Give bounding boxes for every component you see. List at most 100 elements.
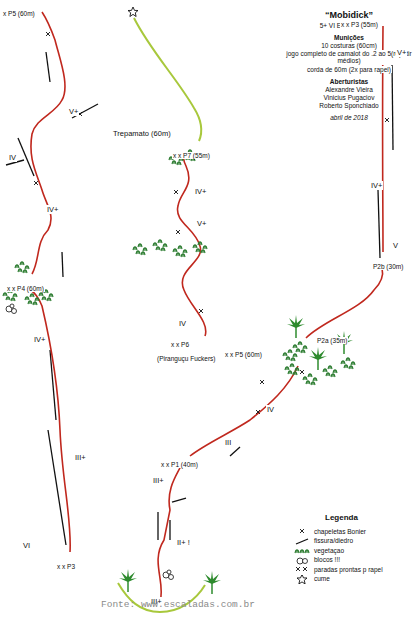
grass-tuft [173,248,177,252]
grass-tuft [293,371,297,375]
grass-tuft [141,251,145,255]
grass-tuft [161,247,165,251]
grass-tuft [30,293,34,297]
grass-tuft [296,348,300,352]
info-text: abril de 2018 [329,114,369,121]
vegetation [3,149,355,594]
grass-tuft [35,297,39,301]
stop-label: x P5 (60m) [2,10,36,17]
grass-tuft [298,341,302,345]
grass-tuft [288,370,292,374]
grass-tuft [293,344,297,348]
grass-tuft [138,243,142,247]
grass-tuft [323,368,327,372]
grade-label: V+ [68,107,79,116]
grade-label: III [224,438,232,447]
grass-tuft [39,292,43,296]
grade-label: IV [178,319,187,328]
stop-label: P2b (30m) [372,263,404,270]
bolt-markers [34,32,389,414]
info-text: Vinicius Pugaciov [323,94,376,101]
grass-tuft [286,356,290,360]
info-text: Aberturistas [329,78,369,85]
grass-tuft [3,292,7,296]
grade-label: IV+ [46,205,59,214]
label-anchor: IV+ [370,174,383,192]
grass-tuft [333,369,337,373]
grass-tuft [291,357,295,361]
route-name: Trepamato (60m) [112,129,172,138]
grass-tuft [6,296,10,300]
grass-tuft [351,361,355,365]
grass-tuft [33,301,37,305]
grass-tuft [20,261,24,265]
grass-tuft [293,353,297,357]
label-anchor: (Piranguçu Fuckers) [156,347,217,365]
legend-symbol [294,565,310,574]
legend-row: fissura/diedro [294,536,416,546]
summit-star [128,7,138,17]
legend-text: chapeletas Bonier [313,528,367,535]
stop-label: x x P3 [56,563,76,570]
grass-tuft [177,161,181,165]
bolt-cross [385,118,389,122]
grass-tuft [176,252,180,256]
palm-tree [309,347,327,370]
bolt-cross [176,230,180,234]
grass-tuft [15,264,19,268]
grass-tuft [311,381,315,385]
grass-tuft [25,265,29,269]
legend-text: cume [313,575,331,582]
grass-tuft [341,360,345,364]
grass-tuft [306,380,310,384]
grass-tuft [18,268,22,272]
stop-label: x x P7 (55m) [172,152,211,159]
grass-tuft [344,364,348,368]
grass-tuft [301,349,305,353]
grass-tuft [196,248,200,252]
grass-tuft [303,376,307,380]
grade-label: III+ [152,476,165,485]
grass-tuft [49,293,53,297]
palm-tree [119,569,137,592]
label-anchor: x x P1 (40m) [160,453,199,471]
stop-label: x x P4 (60m) [6,285,45,292]
label-anchor: III [224,431,232,449]
legend-text: vegetaçao [313,547,345,554]
grass-tuft [133,246,137,250]
stop-label: x x P6 [170,341,190,348]
grass-tuft [28,300,32,304]
trepamato-line [118,18,205,612]
grass-tuft [153,242,157,246]
grass-tuft [201,249,205,253]
label-anchor: x x P3 (55m) [340,13,379,31]
stop-label: P2a (35m) [316,337,348,344]
grass-tuft [349,365,353,369]
label-anchor: V+ [396,41,407,59]
grass-tuft [198,241,202,245]
grass-tuft [326,372,330,376]
grass-tuft [47,297,51,301]
legend-symbol [294,546,310,555]
palm-tree [287,315,305,338]
grass-tuft [136,250,140,254]
bolt-cross [300,370,304,374]
stop-label: x x P3 (55m) [340,21,379,28]
label-anchor: III+ [152,469,165,487]
legend-text: paradas prontas p rapel [313,566,384,573]
label-anchor: VI [22,534,31,552]
label-anchor: V+ [68,100,79,118]
info-text: Roberto Sponchiado [318,102,379,109]
grass-tuft [178,245,182,249]
grade-label: V [392,241,399,250]
legend-symbol [294,527,310,536]
label-anchor: IV [178,312,187,330]
info-text: Munições [333,34,365,41]
label-anchor: IV+ [46,198,59,216]
watermark: Fonte: www.escaladas.com.br [100,599,256,610]
grass-tuft [163,243,167,247]
label-anchor: IV+ [194,180,207,198]
grass-tuft [193,244,197,248]
grade-label: IV+ [33,335,46,344]
grade-label: VI [22,541,31,550]
